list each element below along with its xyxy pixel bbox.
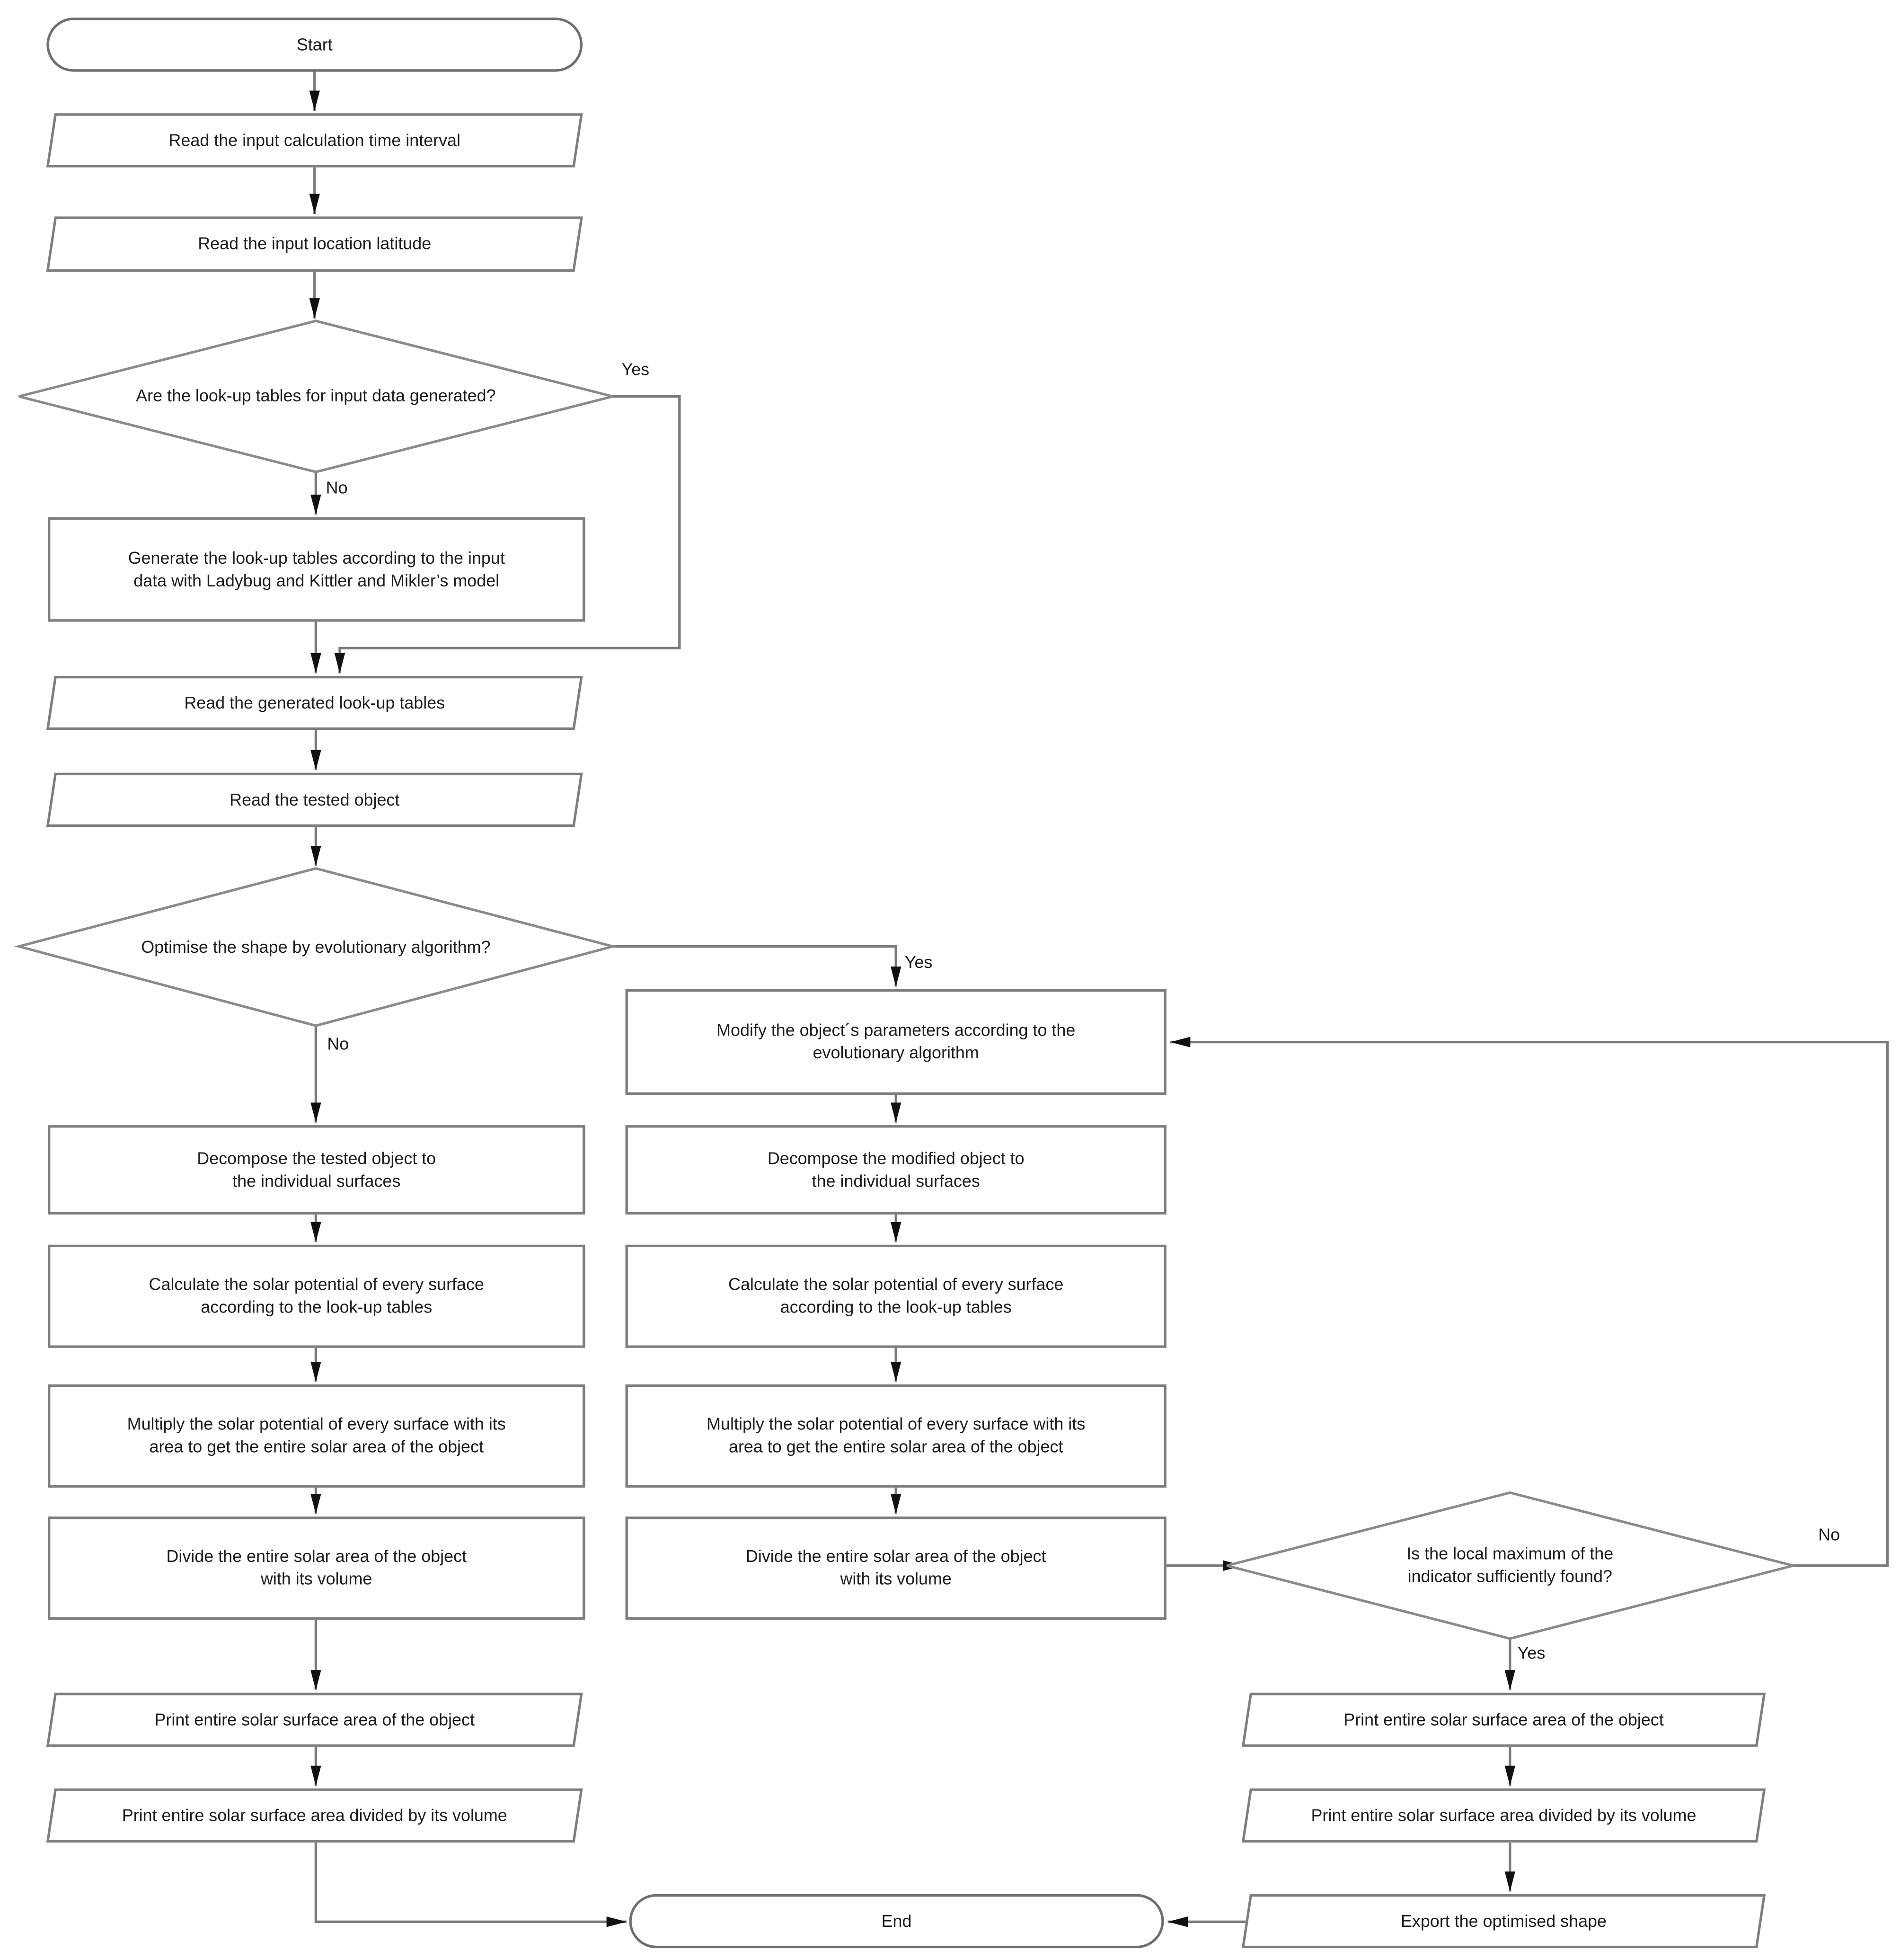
node-label: Calculate the solar potential of every s… xyxy=(728,1275,1064,1317)
edge-optimise-yes xyxy=(612,945,901,987)
decision-tables-generated: Are the look-up tables for input data ge… xyxy=(39,321,592,472)
node-label: Calculate the solar potential of every s… xyxy=(149,1275,484,1317)
start-terminator: Start xyxy=(46,18,583,72)
node-label: Start xyxy=(296,35,333,54)
decision-local-maximum: Is the local maximum of the indicator su… xyxy=(1258,1493,1762,1639)
edge-label-tables-yes: Yes xyxy=(621,360,650,379)
node-label: Read the input calculation time interval xyxy=(168,130,461,150)
io-print-solar-area-right: Print entire solar surface area of the o… xyxy=(1241,1693,1766,1747)
node-label: Optimise the shape by evolutionary algor… xyxy=(141,937,491,957)
node-label: Divide the entire solar area of the obje… xyxy=(745,1547,1046,1588)
decision-optimise: Optimise the shape by evolutionary algor… xyxy=(39,869,592,1026)
node-label: Print entire solar surface area divided … xyxy=(1311,1805,1697,1825)
process-decompose-modified-object: Decompose the modified object to the ind… xyxy=(625,1125,1167,1215)
process-modify-parameters: Modify the object´s parameters according… xyxy=(625,989,1167,1095)
process-calculate-solar-potential-right: Calculate the solar potential of every s… xyxy=(625,1244,1167,1348)
process-calculate-solar-potential-left: Calculate the solar potential of every s… xyxy=(48,1244,585,1348)
node-label: Is the local maximum of the indicator su… xyxy=(1406,1544,1614,1586)
node-label: Read the input location latitude xyxy=(198,234,432,254)
io-export-optimised-shape: Export the optimised shape xyxy=(1241,1894,1766,1949)
node-label: Read the tested object xyxy=(230,790,400,809)
decision-tables-generated-shape xyxy=(18,319,613,473)
node-label: End xyxy=(881,1911,912,1931)
node-label: Read the generated look-up tables xyxy=(184,693,445,712)
node-label: Generate the look-up tables according to… xyxy=(128,549,505,590)
end-terminator: End xyxy=(629,1894,1164,1949)
node-label: Multiply the solar potential of every su… xyxy=(127,1415,506,1456)
process-multiply-solar-potential-left: Multiply the solar potential of every su… xyxy=(48,1384,585,1488)
node-label: Divide the entire solar area of the obje… xyxy=(166,1547,467,1588)
edge-tables-decision-yes xyxy=(334,395,681,674)
process-divide-solar-area-right: Divide the entire solar area of the obje… xyxy=(625,1517,1167,1620)
edge-label-optimise-yes: Yes xyxy=(904,952,933,972)
edge-label-optimise-no: No xyxy=(327,1034,349,1054)
node-label: Multiply the solar potential of every su… xyxy=(707,1415,1086,1456)
decision-optimise-shape xyxy=(14,867,618,1027)
node-label: Print entire solar surface area of the o… xyxy=(1343,1710,1664,1729)
decision-local-maximum-shape xyxy=(1226,1491,1794,1640)
process-generate-lookup-tables: Generate the look-up tables according to… xyxy=(48,517,585,622)
process-decompose-tested-object: Decompose the tested object to the indiv… xyxy=(48,1125,585,1215)
node-label: Export the optimised shape xyxy=(1400,1911,1607,1931)
io-print-solar-area-left: Print entire solar surface area of the o… xyxy=(46,1693,583,1747)
process-multiply-solar-potential-right: Multiply the solar potential of every su… xyxy=(625,1384,1167,1488)
node-label: Print entire solar surface area divided … xyxy=(122,1805,507,1825)
io-read-location-latitude: Read the input location latitude xyxy=(46,216,583,272)
edge-localmax-no-loop xyxy=(1170,1037,1889,1567)
edge-label-localmax-yes: Yes xyxy=(1517,1643,1546,1663)
io-read-tested-object: Read the tested object xyxy=(46,772,583,827)
io-read-time-interval: Read the input calculation time interval xyxy=(46,113,583,168)
io-print-solar-ratio-left: Print entire solar surface area divided … xyxy=(46,1788,583,1843)
io-print-solar-ratio-right: Print entire solar surface area divided … xyxy=(1241,1788,1766,1843)
node-label: Decompose the tested object to the indiv… xyxy=(197,1149,436,1190)
edge-l-print-ratio-to-end xyxy=(314,1842,627,1927)
edge-label-localmax-no: No xyxy=(1818,1525,1840,1544)
node-label: Modify the object´s parameters according… xyxy=(716,1021,1076,1063)
node-label: Print entire solar surface area of the o… xyxy=(154,1710,475,1729)
node-label: Are the look-up tables for input data ge… xyxy=(136,386,496,406)
edge-label-tables-no: No xyxy=(326,478,348,497)
io-read-generated-lookup-tables: Read the generated look-up tables xyxy=(46,675,583,730)
node-label: Decompose the modified object to the ind… xyxy=(767,1149,1025,1190)
process-divide-solar-area-left: Divide the entire solar area of the obje… xyxy=(48,1517,585,1620)
